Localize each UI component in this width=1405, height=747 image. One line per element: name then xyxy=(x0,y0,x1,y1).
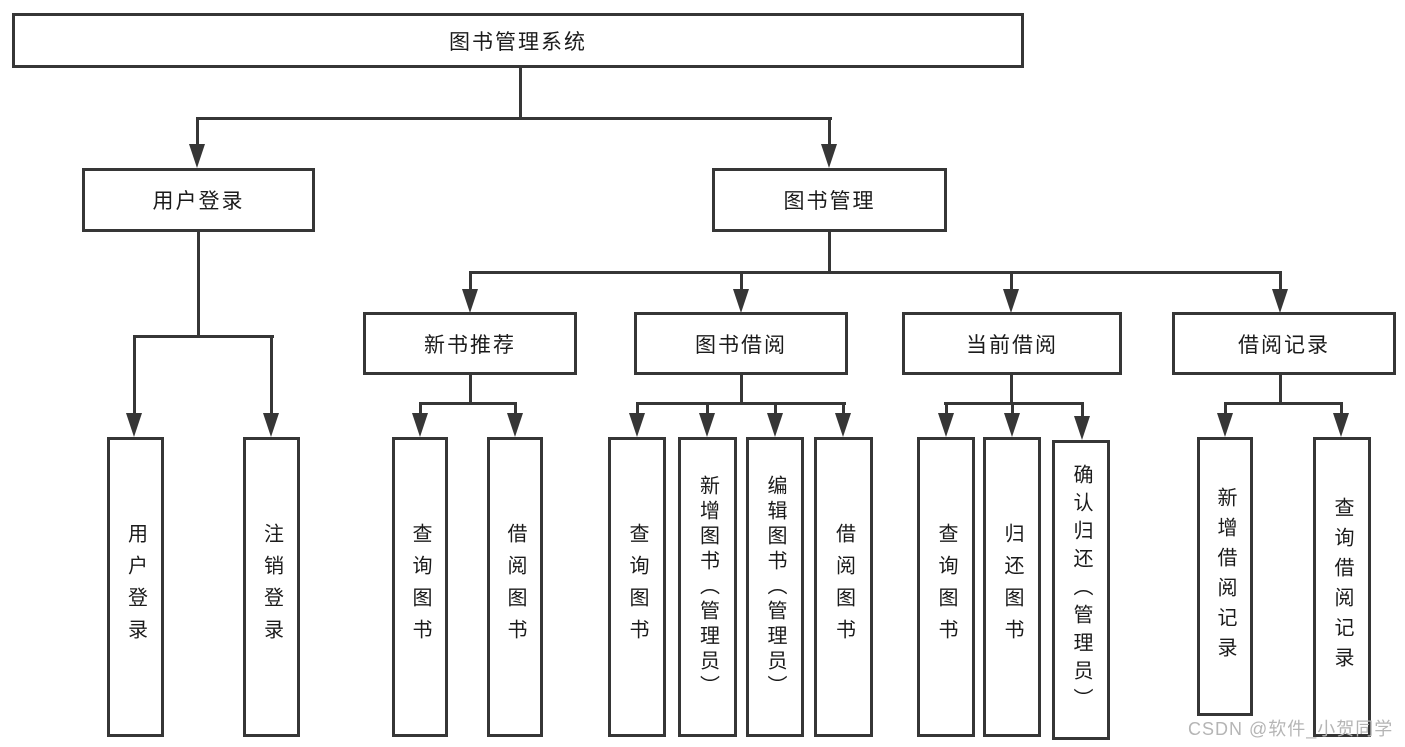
root-box-library-system: 图书管理系统 xyxy=(12,13,1024,68)
node-current-borrow: 当前借阅 xyxy=(902,312,1122,375)
node-book-borrow: 图书借阅 xyxy=(634,312,848,375)
leaf-add-borrow-record: 新增借阅记录 xyxy=(1197,437,1253,716)
leaf-query-books-borrow: 查询图书 xyxy=(608,437,666,737)
leaf-confirm-return-admin: 确认归还（管理员） xyxy=(1052,440,1110,740)
leaf-edit-book-admin: 编辑图书（管理员） xyxy=(746,437,804,737)
leaf-borrow-books-borrow: 借阅图书 xyxy=(814,437,873,737)
connector-records-stem xyxy=(1279,375,1282,404)
connector-newbook-stem xyxy=(469,375,472,404)
connector-stem xyxy=(706,402,709,416)
connector-level3-hbar xyxy=(469,271,1282,274)
arrow-down-icon xyxy=(938,413,954,437)
connector-stem-leaf-userlogin xyxy=(133,335,136,415)
arrow-down-icon xyxy=(699,413,715,437)
connector-stem xyxy=(1224,402,1227,416)
arrow-down-icon xyxy=(263,413,279,437)
leaf-user-login: 用户登录 xyxy=(107,437,164,737)
connector-stem xyxy=(514,402,517,416)
leaf-return-books: 归还图书 xyxy=(983,437,1041,737)
connector-newbook-hbar xyxy=(419,402,517,405)
arrow-down-icon xyxy=(1074,416,1090,440)
connector-userlogin-hbar xyxy=(133,335,274,338)
arrow-down-icon xyxy=(189,144,205,168)
connector-stem xyxy=(945,402,948,416)
connector-stem xyxy=(1081,402,1084,419)
arrow-down-icon xyxy=(1272,289,1288,313)
connector-root-stem xyxy=(519,68,522,119)
arrow-down-icon xyxy=(1003,289,1019,313)
connector-records-hbar xyxy=(1224,402,1343,405)
arrow-down-icon xyxy=(507,413,523,437)
connector-stem xyxy=(419,402,422,416)
arrow-down-icon xyxy=(733,289,749,313)
connector-current-hbar xyxy=(944,402,1084,405)
arrow-down-icon xyxy=(412,413,428,437)
connector-stem xyxy=(842,402,845,416)
connector-stem xyxy=(774,402,777,416)
leaf-borrow-books-recommend: 借阅图书 xyxy=(487,437,543,737)
connector-borrow-stem xyxy=(740,375,743,404)
connector-stem-records xyxy=(1279,271,1282,293)
connector-stem-current xyxy=(1010,271,1013,293)
node-borrow-records: 借阅记录 xyxy=(1172,312,1396,375)
arrow-down-icon xyxy=(1004,413,1020,437)
arrow-down-icon xyxy=(835,413,851,437)
node-user-login: 用户登录 xyxy=(82,168,315,232)
arrow-down-icon xyxy=(462,289,478,313)
connector-borrow-hbar xyxy=(636,402,846,405)
arrow-down-icon xyxy=(126,413,142,437)
connector-stem-user-login xyxy=(196,117,199,147)
connector-stem xyxy=(636,402,639,416)
node-new-book-recommend: 新书推荐 xyxy=(363,312,577,375)
leaf-logout: 注销登录 xyxy=(243,437,300,737)
connector-stem-newbook xyxy=(469,271,472,293)
arrow-down-icon xyxy=(767,413,783,437)
connector-userlogin-stem xyxy=(197,232,200,338)
leaf-query-books-recommend: 查询图书 xyxy=(392,437,448,737)
connector-bookmgmt-stem xyxy=(828,232,831,274)
connector-stem xyxy=(1011,402,1014,416)
arrow-down-icon xyxy=(821,144,837,168)
connector-stem-leaf-logout xyxy=(270,335,273,415)
leaf-query-books-current: 查询图书 xyxy=(917,437,975,737)
arrow-down-icon xyxy=(1217,413,1233,437)
arrow-down-icon xyxy=(1333,413,1349,437)
csdn-watermark: CSDN @软件_小贺同学 xyxy=(1188,719,1394,739)
arrow-down-icon xyxy=(629,413,645,437)
connector-stem xyxy=(1340,402,1343,416)
connector-stem-book-mgmt xyxy=(828,117,831,147)
connector-level1-hbar xyxy=(196,117,832,120)
connector-current-stem xyxy=(1010,375,1013,404)
node-book-management: 图书管理 xyxy=(712,168,947,232)
connector-stem-borrow xyxy=(740,271,743,293)
leaf-add-book-admin: 新增图书（管理员） xyxy=(678,437,737,737)
leaf-query-borrow-record: 查询借阅记录 xyxy=(1313,437,1371,737)
